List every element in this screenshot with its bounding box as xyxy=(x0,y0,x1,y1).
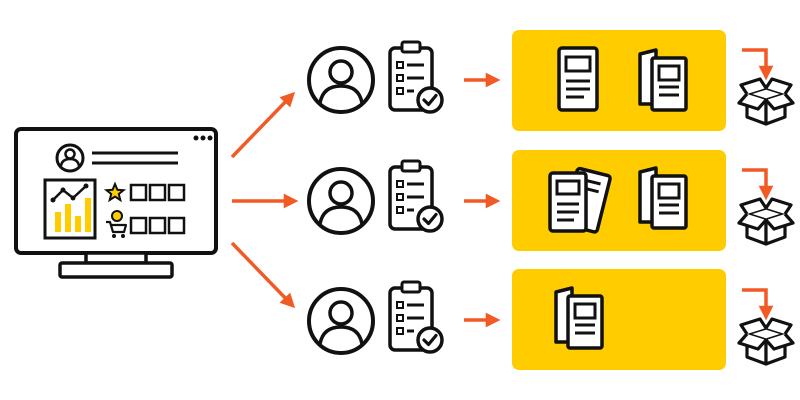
open-box-icon xyxy=(737,197,795,246)
documents-panel xyxy=(512,150,726,251)
branch-arrow-top xyxy=(230,91,296,159)
dashboard-monitor-icon xyxy=(14,127,218,279)
branch-arrow-bottom xyxy=(230,241,296,309)
workflow-row-3 xyxy=(307,269,795,370)
checklist-clipboard-icon xyxy=(388,280,444,354)
documents-stack-icon xyxy=(554,286,604,350)
output-arrow xyxy=(742,168,774,201)
output-arrow xyxy=(742,48,774,81)
workflow-row-1 xyxy=(307,30,795,131)
open-box-icon xyxy=(737,77,795,126)
cart-clock-icon xyxy=(106,210,128,238)
documents-stack-icon xyxy=(638,166,688,230)
star-icon xyxy=(103,181,127,203)
output-arrow xyxy=(742,288,774,321)
chart-card-icon xyxy=(43,178,97,240)
workflow-row-2 xyxy=(307,150,795,251)
user-avatar-icon xyxy=(307,287,375,355)
documents-panel xyxy=(512,269,726,370)
user-avatar-icon xyxy=(307,167,375,235)
checklist-clipboard-icon xyxy=(388,159,444,233)
documents-panel xyxy=(512,30,726,131)
open-box-icon xyxy=(737,317,795,366)
checklist-clipboard-icon xyxy=(388,40,444,114)
user-avatar-icon xyxy=(307,46,375,114)
documents-stack-icon xyxy=(638,48,688,112)
document-icon xyxy=(557,46,599,112)
